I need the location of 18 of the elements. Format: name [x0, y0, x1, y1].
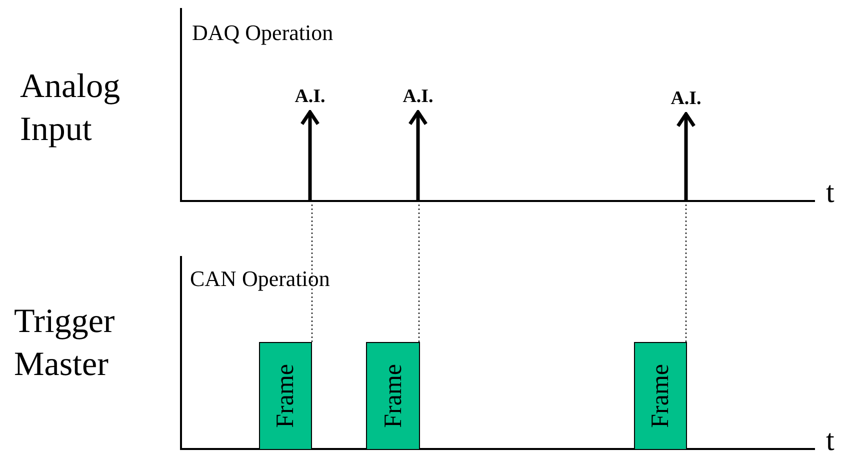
- row-label: Analog Input: [20, 67, 122, 150]
- pulse-label: A.I.: [402, 86, 434, 108]
- panel-title: DAQ Operation: [192, 20, 334, 46]
- pulse-label: A.I.: [670, 88, 702, 110]
- row-label: Trigger Master: [14, 302, 116, 384]
- arrow: [676, 112, 696, 201]
- frame-box: [259, 342, 312, 449]
- arrow: [408, 110, 428, 201]
- axis-label: t: [826, 176, 834, 210]
- panel-title: CAN Operation: [190, 266, 330, 292]
- axis-label: t: [826, 424, 834, 453]
- pulse-label: A.I.: [294, 86, 326, 108]
- frame-box: [366, 342, 420, 449]
- frame-label: Frame: [380, 364, 406, 428]
- frame-box: [634, 342, 687, 449]
- frame-label: Frame: [273, 364, 298, 428]
- arrow: [300, 110, 320, 201]
- frame-label: Frame: [648, 364, 673, 428]
